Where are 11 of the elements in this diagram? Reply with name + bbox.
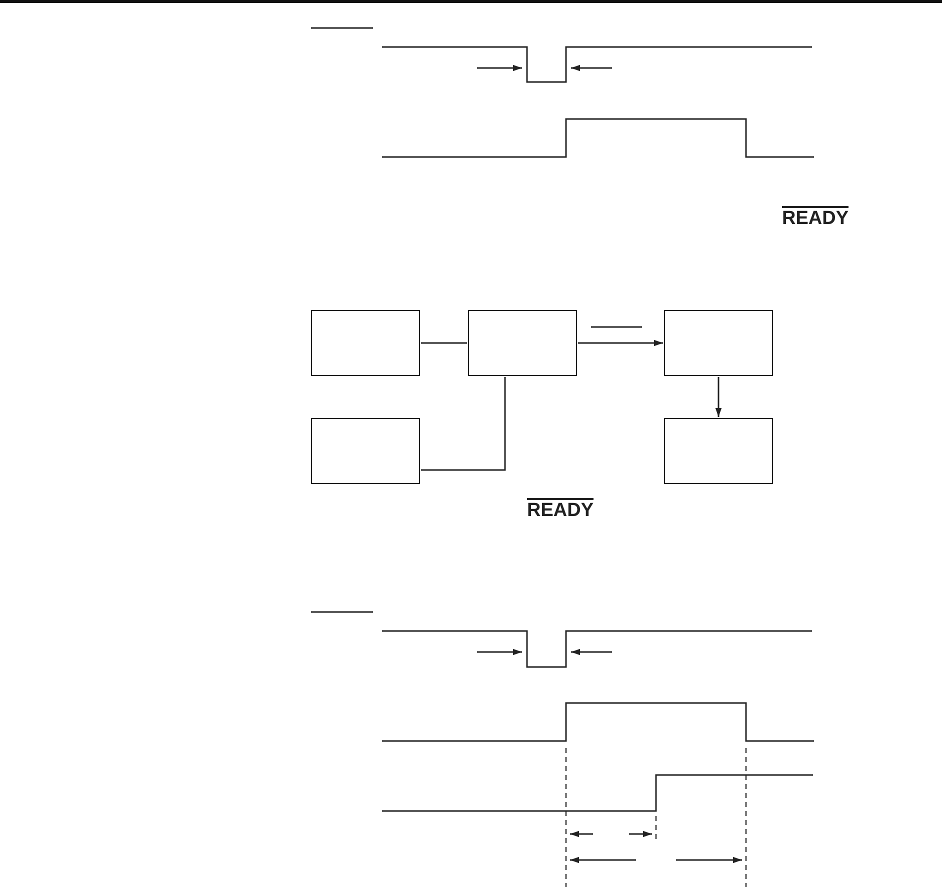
signal-name: READY (782, 207, 849, 228)
block-box (664, 418, 773, 484)
block-box (311, 310, 420, 376)
signal-name: READY (527, 499, 594, 520)
connector-line (715, 377, 722, 417)
connector-line (421, 342, 467, 344)
connector-line (421, 377, 506, 471)
block-box (468, 310, 577, 376)
block-box (311, 418, 420, 484)
connector-line (578, 340, 663, 346)
block-box (664, 310, 773, 376)
